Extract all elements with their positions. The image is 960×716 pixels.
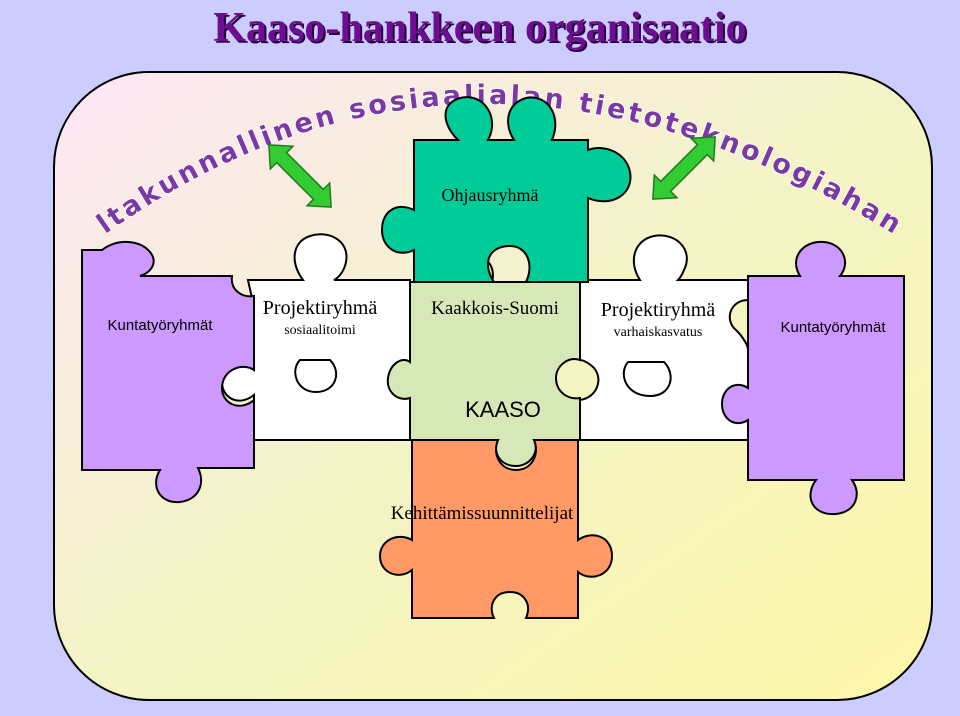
- kaaso-label: KAASO: [465, 397, 541, 422]
- development-label: Kehittämissuunnittelijat: [391, 503, 574, 524]
- right-project-subtitle: varhaiskasvatus: [614, 325, 703, 340]
- left-arrow-icon: [268, 144, 332, 208]
- left-municipal-piece[interactable]: [81, 241, 255, 504]
- right-municipal-piece[interactable]: [720, 240, 905, 516]
- steering-group-label: Ohjausryhmä: [442, 185, 539, 205]
- center-region-label: Kaakkois-Suomi: [431, 298, 559, 319]
- page-title: Kaaso-hankkeen organisaatio: [213, 5, 747, 51]
- steering-group-piece[interactable]: [380, 96, 632, 283]
- center-region-piece[interactable]: [386, 254, 581, 468]
- left-project-bottom-tab: [294, 359, 338, 394]
- development-piece[interactable]: [378, 439, 614, 619]
- right-project-title: Projektiryhmä: [601, 299, 716, 321]
- left-municipal-label: Kuntatyöryhmät: [107, 317, 213, 334]
- right-arrow-icon: [652, 136, 716, 200]
- right-project-bottom-tab: [622, 361, 672, 398]
- left-project-title: Projektiryhmä: [263, 297, 378, 319]
- left-project-subtitle: sosiaalitoimi: [284, 323, 356, 338]
- right-municipal-label: Kuntatyöryhmät: [780, 319, 886, 336]
- right-project-piece[interactable]: [579, 234, 749, 441]
